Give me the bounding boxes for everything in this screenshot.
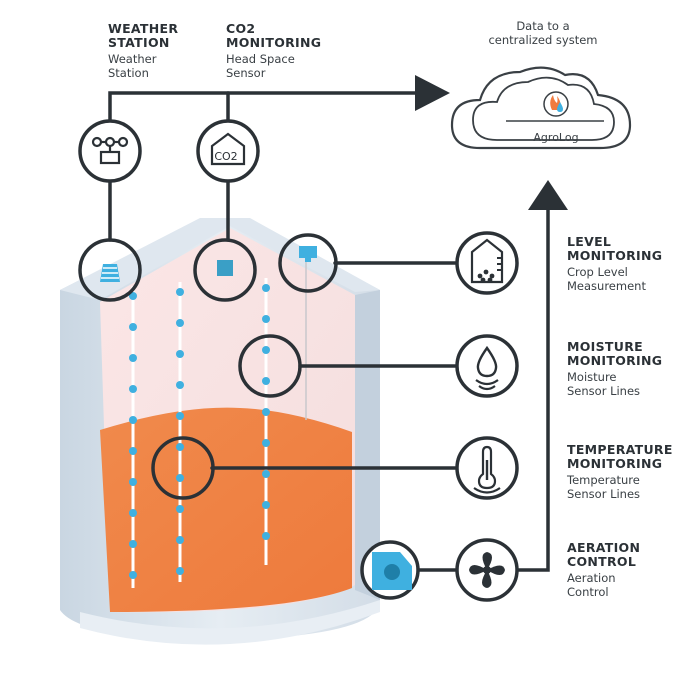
cable-1-sensor-bead xyxy=(129,509,137,517)
aeration-control-label: AERATION CONTROL Aeration Control xyxy=(567,540,690,600)
cable-3-sensor-bead xyxy=(262,408,270,416)
co2-gizmo xyxy=(217,260,233,276)
co2-icon-text: CO2 xyxy=(214,150,237,163)
temperature-monitoring-label: TEMPERATURE MONITORING Temperature Senso… xyxy=(567,442,690,502)
cable-1-sensor-bead xyxy=(129,323,137,331)
weather-station-icon xyxy=(78,119,142,183)
fan-icon xyxy=(455,538,519,602)
cable-2-sensor-bead xyxy=(176,412,184,420)
thermometer-icon xyxy=(455,436,519,500)
temperature-monitoring-subtitle: Temperature Sensor Lines xyxy=(567,473,641,501)
cable-3-sensor-bead xyxy=(262,284,270,292)
temperature-callout xyxy=(151,436,215,500)
cable-1-sensor-bead xyxy=(129,478,137,486)
cable-2-sensor-bead xyxy=(176,505,184,513)
cable-2-sensor-bead xyxy=(176,381,184,389)
moisture-callout xyxy=(238,334,302,398)
moisture-monitoring-label: MOISTURE MONITORING Moisture Sensor Line… xyxy=(567,339,690,399)
aeration-control-subtitle: Aeration Control xyxy=(567,571,616,599)
weather-station-title: WEATHER STATION xyxy=(108,21,179,50)
weather-callout xyxy=(78,238,142,302)
sensor-cables xyxy=(129,262,307,588)
co2-monitoring-label: CO2 MONITORING Head Space Sensor xyxy=(226,21,356,81)
co2-sensor-icon: CO2 xyxy=(196,119,260,183)
connection-lines xyxy=(108,91,550,572)
weather-gizmo xyxy=(100,264,120,282)
arrow-up-to-cloud xyxy=(528,180,568,210)
vertical-data-line xyxy=(516,208,550,572)
crop-level-icon xyxy=(455,231,519,295)
aeration-fan-unit xyxy=(360,540,420,600)
callout-circles xyxy=(78,233,338,500)
silo xyxy=(60,218,380,645)
level-monitoring-label: LEVEL MONITORING Crop Level Measurement xyxy=(567,234,690,294)
cable-2-sensor-bead xyxy=(176,567,184,575)
cable-1-sensor-bead xyxy=(129,292,137,300)
weather-station-subtitle: Weather Station xyxy=(108,52,157,80)
cable-3-sensor-bead xyxy=(262,501,270,509)
weather-station-label: WEATHER STATION Weather Station xyxy=(108,21,238,81)
cable-1-sensor-bead xyxy=(129,416,137,424)
cable-3-sensor-bead xyxy=(262,470,270,478)
top-data-line xyxy=(108,91,422,122)
agrolog-brand-text: AgroLog xyxy=(533,131,579,144)
level-monitoring-title: LEVEL MONITORING xyxy=(567,234,663,263)
cloud-caption: Data to a centralized system xyxy=(488,19,598,47)
cable-2-sensor-bead xyxy=(176,443,184,451)
level-gizmo xyxy=(299,246,317,262)
level-monitoring-subtitle: Crop Level Measurement xyxy=(567,265,646,293)
temperature-monitoring-title: TEMPERATURE MONITORING xyxy=(567,442,673,471)
moisture-monitoring-subtitle: Moisture Sensor Lines xyxy=(567,370,641,398)
cable-3-sensor-bead xyxy=(262,377,270,385)
aeration-control-title: AERATION CONTROL xyxy=(567,540,641,569)
moisture-drop-icon xyxy=(455,334,519,398)
cable-2-sensor-bead xyxy=(176,350,184,358)
cable-2-sensor-bead xyxy=(176,288,184,296)
level-callout xyxy=(278,233,338,293)
co2-monitoring-subtitle: Head Space Sensor xyxy=(226,52,295,80)
co2-callout xyxy=(193,238,257,302)
cable-2-sensor-bead xyxy=(176,474,184,482)
cable-2-sensor-bead xyxy=(176,536,184,544)
cable-3-sensor-bead xyxy=(262,532,270,540)
cloud-icon xyxy=(450,66,632,150)
cable-1-sensor-bead xyxy=(129,385,137,393)
co2-monitoring-title: CO2 MONITORING xyxy=(226,21,322,50)
moisture-monitoring-title: MOISTURE MONITORING xyxy=(567,339,663,368)
cable-1-sensor-bead xyxy=(129,447,137,455)
silo-floor xyxy=(80,600,380,645)
cable-3-sensor-bead xyxy=(262,346,270,354)
cable-1-sensor-bead xyxy=(129,571,137,579)
arrow-to-cloud xyxy=(415,75,450,111)
cable-3-sensor-bead xyxy=(262,439,270,447)
cable-1-sensor-bead xyxy=(129,354,137,362)
cable-3-sensor-bead xyxy=(262,315,270,323)
cable-2-sensor-bead xyxy=(176,319,184,327)
cable-1-sensor-bead xyxy=(129,540,137,548)
crop-fill xyxy=(100,407,352,612)
